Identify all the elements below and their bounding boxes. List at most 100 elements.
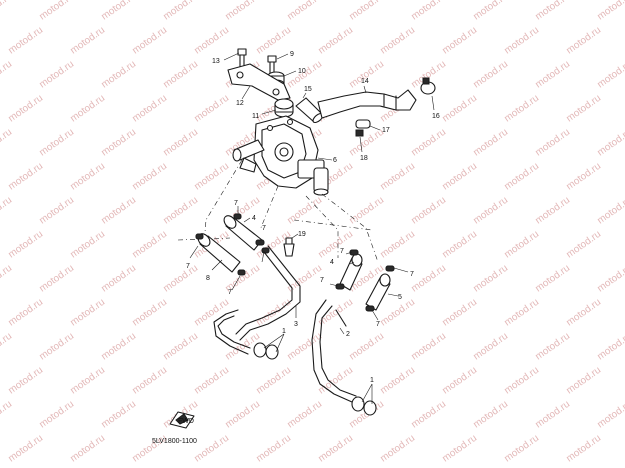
watermark-text: motod.ru <box>130 25 169 57</box>
clamps-7-left <box>195 213 270 276</box>
watermark-text: motod.ru <box>99 399 138 431</box>
watermark-text: motod.ru <box>68 93 107 125</box>
watermark-text: motod.ru <box>440 365 479 397</box>
diagram-code: 5LV1800-1100 <box>152 438 197 445</box>
watermark-text: motod.ru <box>409 263 448 295</box>
watermark-text: motod.ru <box>471 59 510 91</box>
watermark-text: motod.ru <box>409 195 448 227</box>
callout-7: 7 <box>340 248 344 255</box>
watermark-text: motod.ru <box>378 433 417 465</box>
watermark-text: motod.ru <box>471 0 510 22</box>
callout-13: 13 <box>212 58 220 65</box>
watermark-text: motod.ru <box>192 433 231 465</box>
watermark-text: motod.ru <box>471 127 510 159</box>
callout-11: 11 <box>252 113 259 120</box>
callout-12: 12 <box>236 100 244 107</box>
callout-10: 10 <box>298 68 306 75</box>
watermark-text: motod.ru <box>254 433 293 465</box>
watermark-text: motod.ru <box>471 331 510 363</box>
fwd-arrow-icon: FWD <box>169 411 195 429</box>
watermark-text: motod.ru <box>161 127 200 159</box>
watermark-text: motod.ru <box>595 399 625 431</box>
watermark-text: motod.ru <box>378 365 417 397</box>
callout-8: 8 <box>206 275 210 282</box>
watermark-text: motod.ru <box>564 229 603 261</box>
watermark-text: motod.ru <box>0 127 14 159</box>
watermark-text: motod.ru <box>471 399 510 431</box>
callout-4: 4 <box>330 259 334 266</box>
screw-19 <box>283 233 299 257</box>
callout-2: 2 <box>346 331 350 338</box>
watermark-text: motod.ru <box>285 0 324 22</box>
bolt-9 <box>267 53 289 75</box>
watermark-text: motod.ru <box>6 297 45 329</box>
clamps-7-right <box>335 249 395 312</box>
watermark-text: motod.ru <box>347 195 386 227</box>
callout-7: 7 <box>262 225 266 232</box>
watermark-text: motod.ru <box>6 365 45 397</box>
fwd-label: FWD <box>178 418 194 425</box>
watermark-text: motod.ru <box>533 127 572 159</box>
watermark-text: motod.ru <box>533 331 572 363</box>
watermark-text: motod.ru <box>564 25 603 57</box>
watermark-text: motod.ru <box>409 399 448 431</box>
watermark-text: motod.ru <box>99 59 138 91</box>
watermark-text: motod.ru <box>347 59 386 91</box>
watermark-text: motod.ru <box>192 365 231 397</box>
watermark-text: motod.ru <box>161 59 200 91</box>
watermark-text: motod.ru <box>0 0 14 22</box>
watermark-text: motod.ru <box>37 399 76 431</box>
watermark-text: motod.ru <box>254 365 293 397</box>
watermark-text: motod.ru <box>0 59 14 91</box>
callout-4: 4 <box>252 215 256 222</box>
watermark-text: motod.ru <box>595 59 625 91</box>
watermark-text: motod.ru <box>192 93 231 125</box>
watermark-text: motod.ru <box>37 195 76 227</box>
watermark-text: motod.ru <box>347 0 386 22</box>
watermark-text: motod.ru <box>37 59 76 91</box>
watermark-text: motod.ru <box>192 25 231 57</box>
watermark-text: motod.ru <box>502 365 541 397</box>
clamp-16 <box>420 77 436 111</box>
watermark-text: motod.ru <box>595 127 625 159</box>
watermark-text: motod.ru <box>68 433 107 465</box>
watermark-text: motod.ru <box>99 0 138 22</box>
watermark-text: motod.ru <box>6 25 45 57</box>
pipe-2 <box>311 299 377 416</box>
callout-3: 3 <box>294 321 298 328</box>
watermark-text: motod.ru <box>37 331 76 363</box>
watermark-text: motod.ru <box>223 399 262 431</box>
watermark-text: motod.ru <box>0 263 14 295</box>
watermark-text: motod.ru <box>161 195 200 227</box>
watermark-text: motod.ru <box>378 25 417 57</box>
watermark-text: motod.ru <box>99 331 138 363</box>
watermark-text: motod.ru <box>440 93 479 125</box>
watermark-text: motod.ru <box>254 25 293 57</box>
callout-1: 1 <box>370 377 374 384</box>
watermark-text: motod.ru <box>130 297 169 329</box>
watermark-text: motod.ru <box>6 229 45 261</box>
watermark-text: motod.ru <box>68 229 107 261</box>
watermark-text: motod.ru <box>37 263 76 295</box>
watermark-text: motod.ru <box>316 433 355 465</box>
watermark-text: motod.ru <box>440 297 479 329</box>
watermark-text: motod.ru <box>564 433 603 465</box>
watermark-text: motod.ru <box>6 433 45 465</box>
watermark-text: motod.ru <box>533 59 572 91</box>
watermark-text: motod.ru <box>409 331 448 363</box>
watermark-text: motod.ru <box>130 93 169 125</box>
watermark-text: motod.ru <box>316 297 355 329</box>
watermark-text: motod.ru <box>502 161 541 193</box>
callout-17: 17 <box>382 127 390 134</box>
air-duct-14 <box>317 85 417 119</box>
watermark-text: motod.ru <box>316 229 355 261</box>
watermark-text: motod.ru <box>6 161 45 193</box>
watermark-text: motod.ru <box>68 25 107 57</box>
watermark-text: motod.ru <box>316 25 355 57</box>
watermark-text: motod.ru <box>502 433 541 465</box>
callout-7: 7 <box>320 277 324 284</box>
watermark-text: motod.ru <box>0 195 14 227</box>
callout-7: 7 <box>234 200 238 207</box>
